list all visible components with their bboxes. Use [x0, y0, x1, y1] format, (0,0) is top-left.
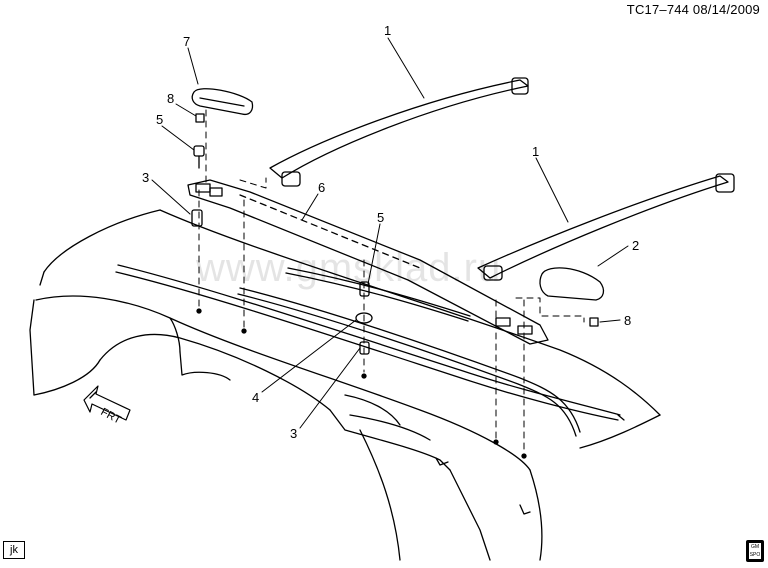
- diagram-ref-code: TC17–744: [626, 2, 690, 17]
- diagram-header: TC17–744 08/14/2009: [627, 2, 760, 17]
- callout-3-center: 3: [290, 426, 297, 441]
- callout-labels: 1 1 2 3 3 3 4 5 5 6 7 8 8: [142, 23, 639, 441]
- part-1-crossbar-front: [269, 77, 529, 187]
- callout-8-right: 8: [624, 313, 631, 328]
- part-7-end-cap: [191, 88, 254, 116]
- callout-2: 2: [632, 238, 639, 253]
- corner-tag: jk: [3, 541, 25, 559]
- callout-3-left: 3: [142, 170, 149, 185]
- callout-1-front: 1: [384, 23, 391, 38]
- vehicle-roof-outline: [29, 209, 661, 561]
- callout-4: 4: [252, 390, 259, 405]
- part-6-side-rail: [187, 179, 549, 345]
- callout-8-left: 8: [167, 91, 174, 106]
- callout-6: 6: [318, 180, 325, 195]
- front-direction-label: FRT: [99, 406, 124, 427]
- part-1-crossbar-rear: [477, 173, 735, 281]
- callout-5-left: 5: [156, 112, 163, 127]
- callout-1-rear: 1: [532, 144, 539, 159]
- front-direction-arrow: FRT: [83, 385, 131, 427]
- diagram-date: 08/14/2009: [692, 2, 760, 17]
- leader-lines: [151, 37, 629, 429]
- gm-logo-text: GM SPO: [749, 543, 761, 559]
- callout-5-center: 5: [377, 210, 384, 225]
- watermark: www.gmsklad.ru: [196, 246, 502, 290]
- gm-logo: GM SPO: [746, 540, 764, 562]
- alignment-lines: [198, 109, 585, 453]
- mount-points: [196, 308, 527, 459]
- callout-7: 7: [183, 34, 190, 49]
- part-2-end-cap: [539, 267, 605, 301]
- roof-side-rails: [115, 264, 625, 437]
